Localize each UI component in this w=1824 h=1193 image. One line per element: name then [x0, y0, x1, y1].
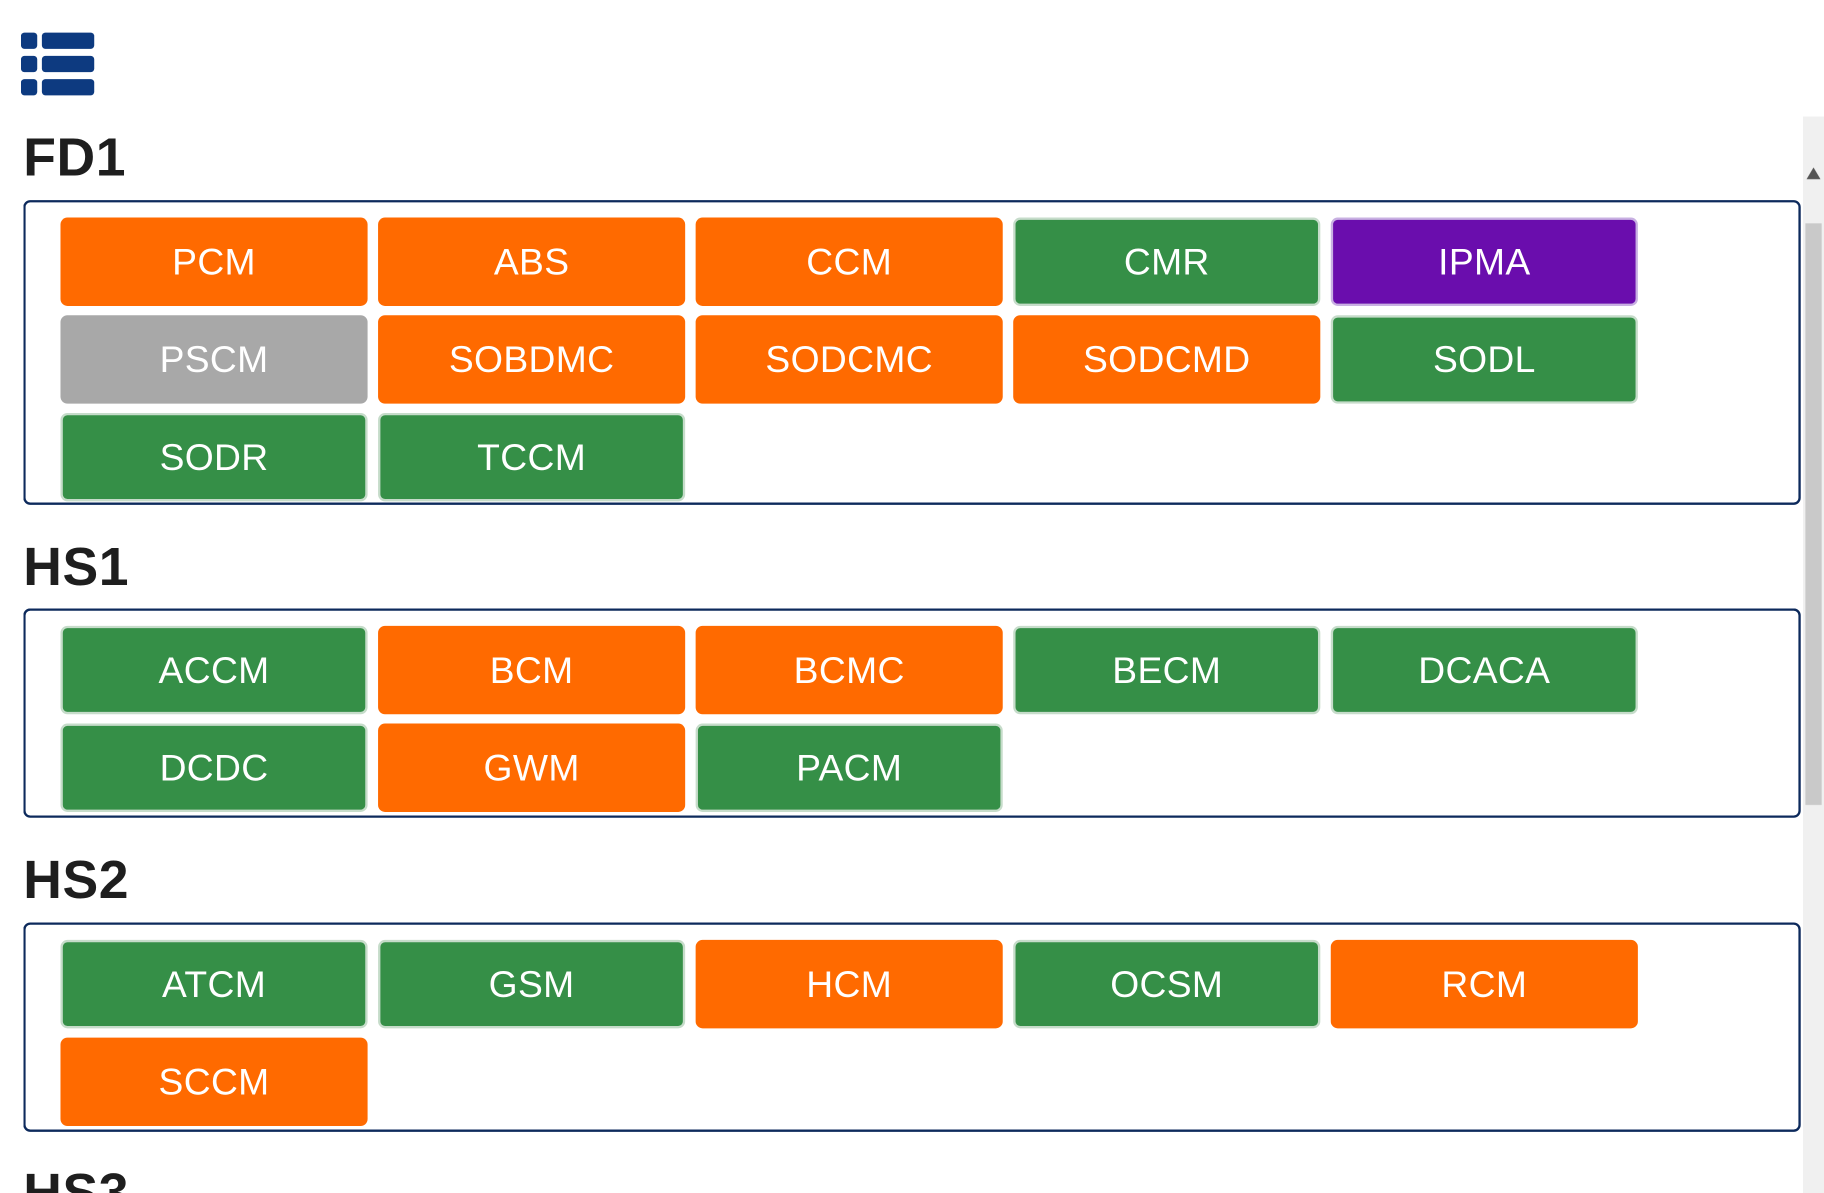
module-button-sodr[interactable]: SODR: [60, 412, 368, 502]
scrollbar-thumb[interactable]: [1805, 223, 1822, 805]
scroll-up-arrow-icon[interactable]: [1806, 167, 1821, 180]
module-button-sodcmc[interactable]: SODCMC: [695, 315, 1003, 404]
module-button-hcm[interactable]: HCM: [695, 939, 1003, 1029]
module-button-gsm[interactable]: GSM: [378, 939, 686, 1029]
module-button-sodcmd[interactable]: SODCMD: [1013, 315, 1321, 404]
module-button-rcm[interactable]: RCM: [1330, 939, 1638, 1029]
module-button-bcmc[interactable]: BCMC: [695, 625, 1003, 715]
module-button-sodl[interactable]: SODL: [1330, 315, 1638, 404]
module-button-tccm[interactable]: TCCM: [378, 412, 686, 502]
module-button-abs[interactable]: ABS: [378, 217, 686, 306]
module-button-atcm[interactable]: ATCM: [60, 939, 368, 1029]
module-button-sobdmc[interactable]: SOBDMC: [378, 315, 686, 404]
module-button-dcaca[interactable]: DCACA: [1330, 625, 1638, 715]
module-button-bcm[interactable]: BCM: [378, 625, 686, 715]
list-view-icon[interactable]: [20, 32, 95, 98]
module-button-accm[interactable]: ACCM: [60, 625, 368, 715]
vertical-scrollbar[interactable]: [1803, 116, 1824, 1193]
module-button-becm[interactable]: BECM: [1013, 625, 1321, 715]
module-button-ipma[interactable]: IPMA: [1330, 217, 1638, 306]
module-button-sccm[interactable]: SCCM: [60, 1037, 368, 1127]
module-button-ccm[interactable]: CCM: [695, 217, 1003, 306]
module-button-cmr[interactable]: CMR: [1013, 217, 1321, 306]
module-button-gwm[interactable]: GWM: [378, 723, 686, 812]
section-title-fd1: FD1: [23, 126, 127, 188]
section-title-hs3: HS3: [23, 1162, 130, 1193]
module-button-pacm[interactable]: PACM: [695, 723, 1003, 812]
module-button-ocsm[interactable]: OCSM: [1013, 939, 1321, 1029]
module-button-pscm[interactable]: PSCM: [60, 315, 368, 404]
section-title-hs1: HS1: [23, 536, 130, 597]
section-title-hs2: HS2: [23, 849, 130, 910]
module-button-dcdc[interactable]: DCDC: [60, 723, 368, 812]
module-button-pcm[interactable]: PCM: [60, 217, 368, 306]
